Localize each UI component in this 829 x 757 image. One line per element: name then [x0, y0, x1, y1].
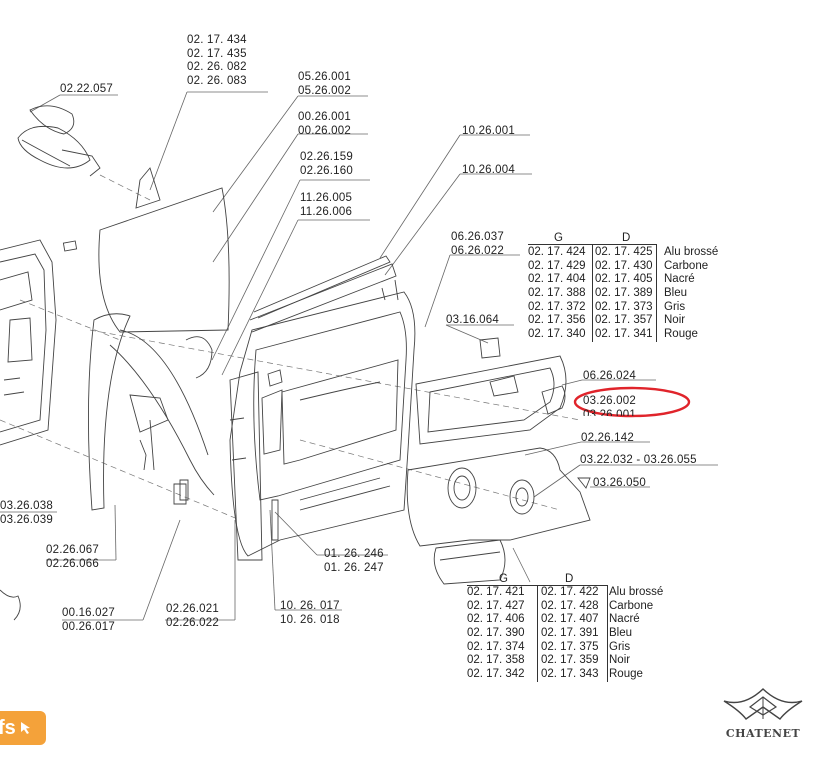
table-cell-g: 02. 17. 372 — [528, 300, 586, 313]
assembly-axes — [0, 174, 581, 521]
hinge-parts — [0, 369, 283, 621]
table-cell-color: Noir — [664, 314, 686, 327]
label-02-22-057: 02.22.057 — [60, 83, 113, 95]
table-cell-color: Rouge — [609, 668, 643, 681]
label-03-26-050: 03.26.050 — [593, 477, 646, 489]
table-cell-d: 02. 17. 422 — [541, 586, 599, 598]
lower-trim-panel — [406, 447, 591, 585]
fs-badge-button[interactable]: fs — [0, 711, 46, 745]
header-d: D — [622, 232, 631, 244]
table-cell-g: 02. 17. 424 — [528, 246, 586, 258]
label-03-16-064: 03.16.064 — [446, 314, 499, 326]
table-cell-color: Gris — [664, 300, 686, 313]
table-cell-g: 02. 17. 427 — [467, 599, 525, 612]
table-cell-d: 02. 17. 391 — [541, 627, 599, 640]
table-cell-d: 02. 17. 407 — [541, 613, 599, 626]
chatenet-logo-icon — [723, 688, 803, 720]
highlight-ellipse — [573, 386, 691, 418]
table-cell-g: 02. 17. 342 — [467, 668, 525, 681]
table-cell-d: 02. 17. 405 — [595, 273, 653, 286]
mirror-part — [17, 105, 101, 177]
table-cell-g: 02. 17. 358 — [467, 654, 525, 667]
table-cell-color: Gris — [609, 640, 631, 653]
column-separator — [656, 244, 657, 342]
table-cell-g: 02. 17. 406 — [467, 613, 525, 626]
table-cell-d: 02. 17. 430 — [595, 259, 653, 272]
table-cell-d: 02. 17. 341 — [595, 328, 653, 341]
table-cell-g: 02. 17. 421 — [467, 586, 525, 598]
door-shell — [229, 255, 416, 561]
table-cell-d: 02. 17. 428 — [541, 599, 599, 612]
table-cell-color: Nacré — [609, 613, 640, 626]
table-cell-d: 02. 17. 359 — [541, 654, 599, 667]
label-02-26-142: 02.26.142 — [581, 432, 634, 444]
window-glass — [87, 187, 230, 511]
header-d: D — [565, 573, 574, 585]
table-cell-d: 02. 17. 375 — [541, 640, 599, 653]
column-separator — [537, 585, 538, 682]
door-frame-left — [0, 239, 57, 446]
label-06-26-024: 06.26.024 — [583, 370, 636, 382]
label-03-26-002: 03.26.002 — [583, 395, 636, 407]
table-cell-g: 02. 17. 340 — [528, 328, 586, 341]
table-cell-d: 02. 17. 343 — [541, 668, 599, 681]
table-cell-d: 02. 17. 373 — [595, 300, 653, 313]
table-cell-color: Bleu — [609, 627, 633, 640]
table-cell-d: 02. 17. 389 — [595, 287, 653, 300]
badge-text: fs — [0, 716, 16, 739]
label-10-26-001: 10.26.001 — [462, 125, 515, 137]
table-cell-color: Rouge — [664, 328, 698, 341]
table-cell-g: 02. 17. 356 — [528, 314, 586, 327]
triangle-trim — [135, 167, 161, 209]
table-cell-color: Nacré — [664, 273, 695, 286]
table-cell-color: Carbone — [609, 599, 654, 612]
inner-trim-panel — [415, 337, 567, 445]
table-cell-color: Noir — [609, 654, 631, 667]
header-g: G — [499, 573, 508, 585]
header-g: G — [554, 232, 563, 244]
table-cell-g: 02. 17. 404 — [528, 273, 586, 286]
table-cell-d: 02. 17. 357 — [595, 314, 653, 327]
table-cell-color: Alu brossé — [664, 246, 719, 258]
table-cell-g: 02. 17. 429 — [528, 259, 586, 272]
brand-text: CHATENET — [725, 727, 801, 740]
table-cell-g: 02. 17. 374 — [467, 640, 525, 653]
cursor-arrow-icon — [20, 722, 30, 734]
chatenet-logo: CHATENET — [720, 685, 806, 745]
table-cell-color: Bleu — [664, 287, 688, 300]
table-cell-color: Carbone — [664, 259, 709, 272]
table-cell-g: 02. 17. 390 — [467, 627, 525, 640]
leader-lines — [0, 91, 718, 621]
window-regulator — [109, 329, 215, 501]
label-03-26-001: 03.26.001 — [583, 409, 636, 416]
label-03-22-032: 03.22.032 - 03.26.055 — [580, 454, 697, 466]
column-separator — [607, 585, 608, 682]
table-cell-d: 02. 17. 425 — [595, 246, 653, 258]
column-separator — [592, 244, 593, 342]
table-cell-g: 02. 17. 388 — [528, 287, 586, 300]
table-cell-color: Alu brossé — [609, 586, 664, 598]
label-10-26-004: 10.26.004 — [462, 164, 515, 176]
